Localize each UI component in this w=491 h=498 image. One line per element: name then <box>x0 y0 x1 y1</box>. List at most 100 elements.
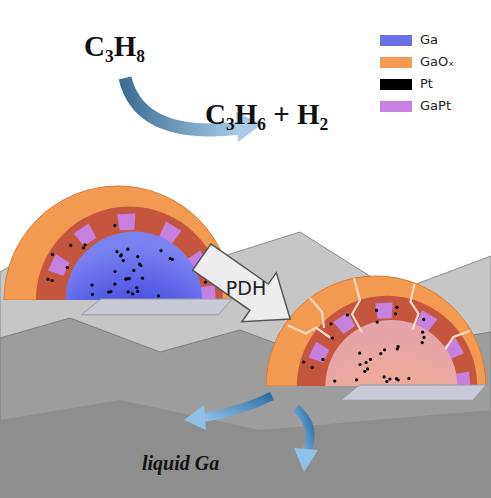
cut-floor <box>82 299 233 315</box>
pt-dot <box>109 290 112 293</box>
gapt-patch <box>74 224 97 247</box>
legend-swatch <box>380 79 412 90</box>
pt-dot <box>421 341 424 344</box>
product-formula: C₃H₆ + H₂ <box>205 98 328 131</box>
pt-dot <box>421 331 424 334</box>
substrate-step <box>0 400 491 498</box>
pt-dot <box>379 352 382 355</box>
pt-dot <box>136 255 139 258</box>
node-label: PDH <box>226 277 266 299</box>
particles <box>4 186 486 476</box>
pt-dot <box>388 377 391 380</box>
pt-dot <box>169 257 172 260</box>
pt-dot <box>383 375 386 378</box>
pt-dot <box>126 248 129 251</box>
pt-dot <box>127 290 130 293</box>
legend-text: Ga <box>420 32 438 47</box>
legend-text: GaOₓ <box>420 54 454 69</box>
node-text-wrap: PDH <box>200 262 292 314</box>
pt-dot <box>407 377 410 380</box>
pt-dot <box>376 321 379 324</box>
outflow-arrowhead <box>294 448 318 472</box>
pt-dot <box>331 336 334 339</box>
pt-dot <box>131 292 134 295</box>
pt-dot <box>113 283 116 286</box>
pt-dot <box>375 309 378 312</box>
ga-core <box>66 232 203 300</box>
crack <box>310 298 324 328</box>
pt-dot <box>90 284 93 287</box>
legend-swatch <box>380 35 412 46</box>
pt-dot <box>302 360 305 363</box>
particle <box>4 186 232 393</box>
pt-dot <box>51 253 54 256</box>
outflow-arrowhead <box>184 405 206 430</box>
pt-dot <box>135 286 138 289</box>
pt-dot <box>321 358 324 361</box>
process-arrow: PDH <box>200 262 292 314</box>
pt-dot <box>119 254 122 257</box>
pt-dot <box>141 277 144 280</box>
pt-dot <box>395 306 398 309</box>
pt-dot <box>66 266 69 269</box>
pt-dot <box>83 243 86 246</box>
pt-dot <box>311 366 314 369</box>
outflow-arrow <box>296 408 310 452</box>
liquid-label: liquid Ga <box>142 452 219 475</box>
substrate-front <box>0 318 491 498</box>
pt-dot <box>139 264 142 267</box>
gapt-patch <box>375 303 392 319</box>
pt-dot <box>358 352 361 355</box>
pt-dot <box>159 249 162 252</box>
gapt-patch <box>117 214 135 231</box>
block-arrow-group <box>185 232 308 343</box>
legend-swatch <box>380 101 412 112</box>
particle-body <box>4 186 232 300</box>
pt-dot <box>363 370 366 373</box>
pt-dot <box>46 278 49 281</box>
pt-dot <box>333 380 336 383</box>
pt-dot <box>132 269 135 272</box>
pt-layer <box>36 207 223 300</box>
pt-dot <box>397 345 400 348</box>
legend-swatch <box>380 57 412 68</box>
pt-dot <box>422 336 425 339</box>
pt-dot <box>383 348 386 351</box>
pt-dot <box>126 277 129 280</box>
pt-dot <box>115 250 118 253</box>
pt-dot <box>122 259 125 262</box>
pt-dot <box>114 270 117 273</box>
pt-dot <box>365 361 368 364</box>
crack <box>411 284 419 330</box>
pt-dot <box>385 380 388 383</box>
ga-core <box>325 320 457 386</box>
pt-dot <box>369 358 372 361</box>
legend-text: Pt <box>420 76 433 91</box>
particle <box>266 276 486 476</box>
cut-floor <box>341 385 486 400</box>
pt-dot <box>69 244 72 247</box>
pt-dot <box>366 367 369 370</box>
particle-body <box>266 276 486 386</box>
pt-dot <box>394 312 397 315</box>
pt-dot <box>157 294 160 297</box>
pt-layer <box>297 296 477 386</box>
pt-dot <box>113 224 116 227</box>
pt-dot <box>91 293 94 296</box>
pt-dot <box>422 318 425 321</box>
gapt-patch <box>48 254 70 276</box>
legend-text: GaPt <box>420 98 451 113</box>
pt-dot <box>82 246 85 249</box>
outflow-arrow <box>200 396 272 418</box>
gapt-patch <box>308 342 329 363</box>
pt-dot <box>395 377 398 380</box>
reactant-formula: C₃H₈ <box>84 30 145 63</box>
pt-dot <box>359 363 362 366</box>
pt-dot <box>329 322 332 325</box>
block-arrow <box>185 232 308 343</box>
pt-dot <box>346 313 349 316</box>
crack <box>352 278 362 332</box>
pt-dot <box>204 281 207 284</box>
